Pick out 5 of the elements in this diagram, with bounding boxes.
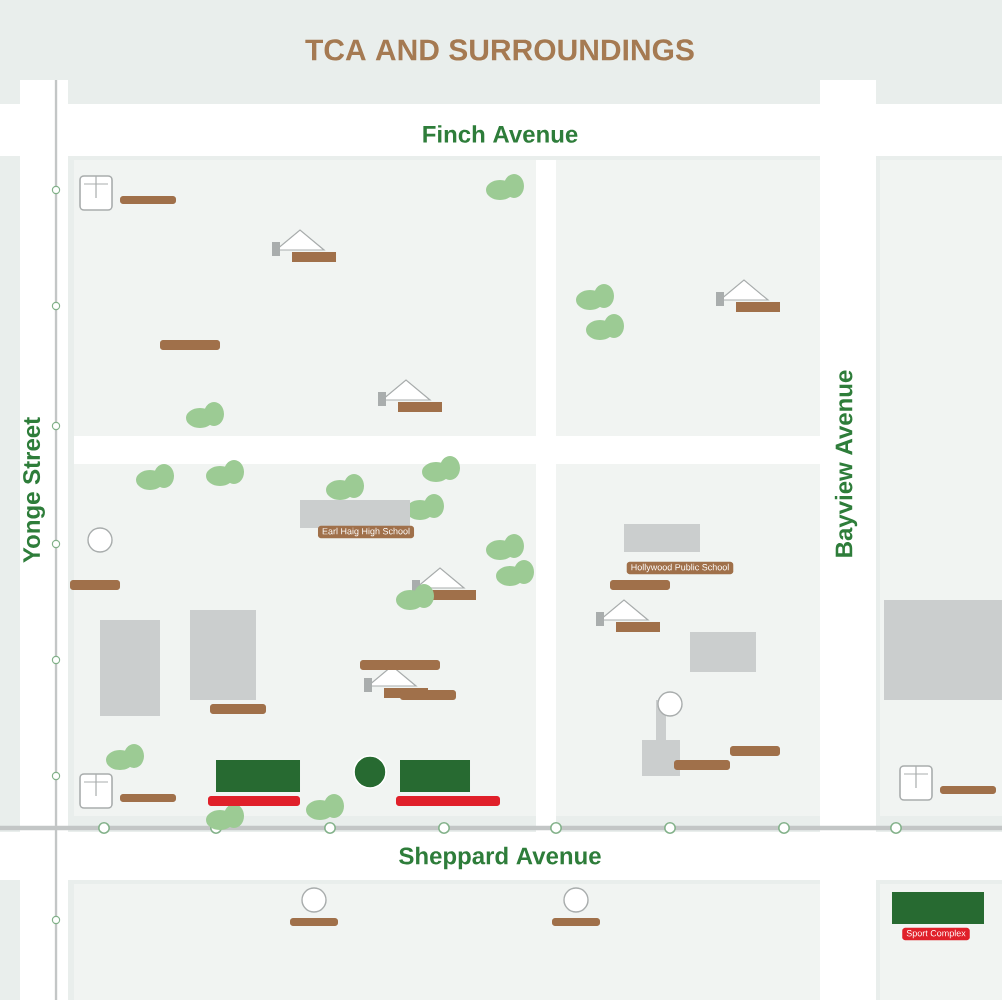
street-name: Finch Avenue (423, 125, 578, 143)
street-name: Sheppard Avenue (399, 846, 601, 870)
street-name: Bayview Avenue (834, 370, 858, 557)
street-name: Yonge Street (23, 417, 45, 563)
map-title: TCA AND SURROUNDINGS (305, 39, 694, 61)
